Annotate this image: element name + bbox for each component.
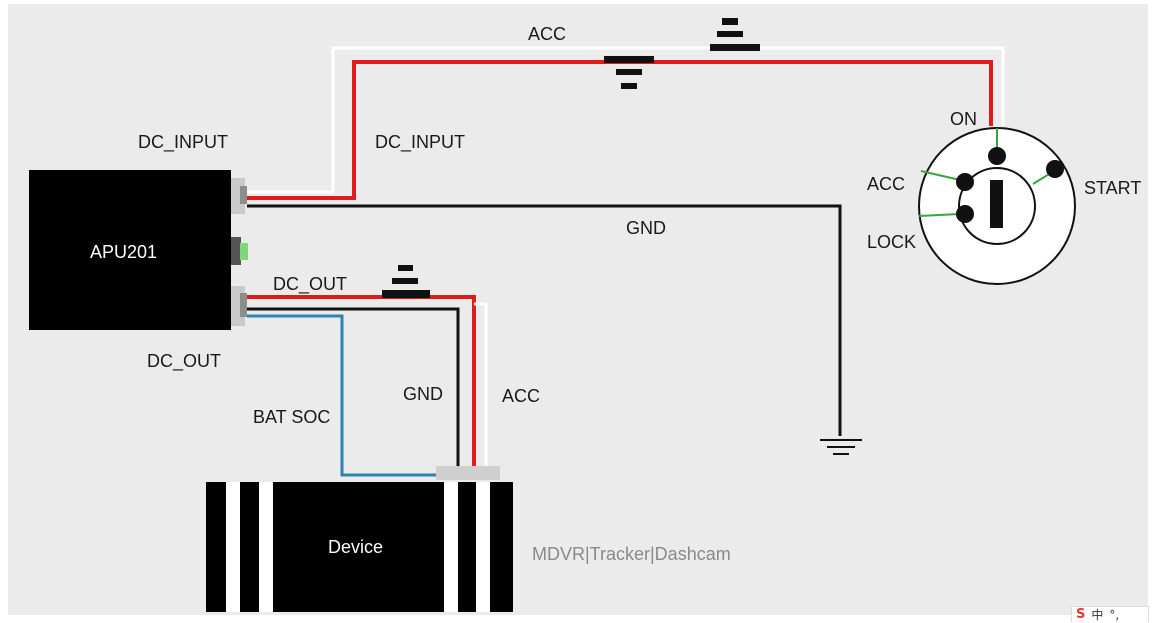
contact-line-lock [918, 213, 961, 217]
fuse-icon [382, 265, 430, 298]
acc-wire-white [247, 46, 1005, 194]
fuse-icon [710, 18, 760, 51]
dc-input-port-pin [240, 186, 247, 204]
device-stripe [259, 482, 273, 612]
label-dc-input-port: DC_INPUT [138, 132, 228, 153]
label-gnd-main: GND [626, 218, 666, 238]
device-stripe [444, 482, 458, 612]
ignition-key-slot [990, 180, 1003, 228]
device-connector [436, 466, 500, 480]
label-dc-out-wire: DC_OUT [273, 274, 347, 295]
ime-mode-text: 中 [1091, 608, 1104, 622]
contact-on [988, 147, 1006, 165]
label-switch-on: ON [950, 109, 977, 129]
contact-acc [956, 173, 974, 191]
fuse-icon [604, 56, 654, 89]
ime-indicator[interactable]: S 中 °, [1071, 606, 1149, 622]
acc-device-wire-white [474, 302, 488, 470]
contact-lock [956, 205, 974, 223]
ime-logo-icon: S [1076, 607, 1086, 622]
label-gnd-device: GND [403, 384, 443, 404]
ignition-switch [918, 127, 1076, 285]
label-acc-device: ACC [502, 386, 540, 406]
label-dc-out-port: DC_OUT [147, 351, 221, 372]
label-switch-start: START [1084, 178, 1141, 198]
device-module: Device [206, 466, 513, 612]
label-acc-top: ACC [528, 24, 566, 44]
ime-extra-text: °, [1109, 607, 1120, 622]
label-switch-lock: LOCK [867, 232, 916, 252]
device-body [206, 482, 513, 612]
apu-indicator-led [240, 243, 248, 260]
contact-line-acc [920, 170, 961, 181]
ground-icon [820, 439, 862, 455]
device-stripe [226, 482, 240, 612]
label-dc-input-wire: DC_INPUT [375, 132, 465, 153]
device-caption: MDVR|Tracker|Dashcam [532, 544, 731, 564]
dc-out-port-pin [240, 293, 247, 317]
contact-start [1046, 160, 1064, 178]
apu-indicator-housing [231, 237, 241, 265]
apu-module: APU201 [29, 170, 248, 330]
label-bat-soc: BAT SOC [253, 407, 330, 427]
device-label: Device [328, 537, 383, 557]
bat-soc-wire [247, 314, 440, 477]
gnd-device-wire [247, 307, 460, 470]
dc-input-wire-red [247, 60, 993, 200]
label-switch-acc: ACC [867, 174, 905, 194]
device-stripe [476, 482, 490, 612]
apu-label: APU201 [90, 242, 157, 262]
gnd-main-wire [247, 204, 842, 436]
apu-body [29, 170, 231, 330]
dc-out-wire-red [247, 295, 476, 470]
